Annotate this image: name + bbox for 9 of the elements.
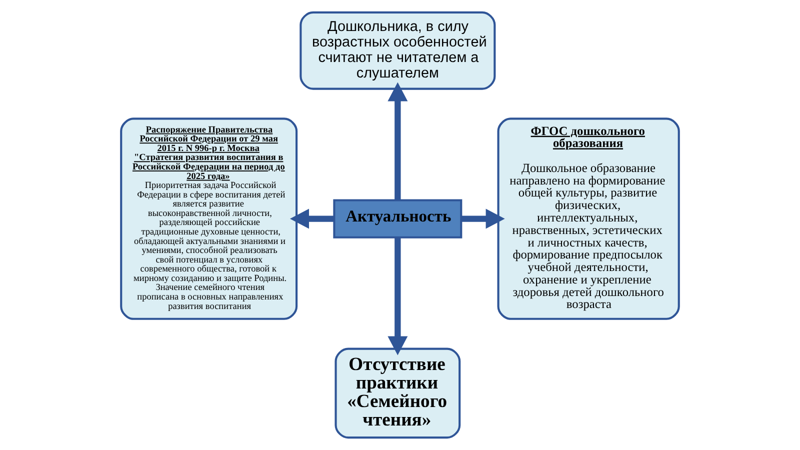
node-box: Отсутствие практики «Семейного чтения» — [334, 348, 461, 439]
node-box: Распоряжение Правительства Российской Федерации от 29 мая 2015 г. N 996-р г. Москва "Стратегия развития воспитания в Российской Федерации на период до 2025 года» Приоритетная задача Российской Федерации в сфере воспитания детей является развитие высоконравственной личности, разделяющей российские традиционные духовные ценности, обладающей актуальными знаниями и умениями, способной реализовать свой потенциал в условиях современного общества, готовой к мирному созиданию и защите Родины. Значение семейного чтения прописана в основных направлениях развития воспитания — [120, 118, 298, 320]
node-box: Актуальность — [333, 199, 462, 238]
arrow — [290, 208, 334, 229]
arrow — [461, 208, 505, 229]
node-box: ФГОС дошкольного образования Дошкольное образование направлено на формирование общей культуры, развитие физических, интеллектуальных, нравственных, эстетических и личностных качеств, формирование предпосылок учебной деятельности, охранение и укрепление здоровья детей дошкольного возраста — [497, 118, 680, 320]
node-box: Дошкольника, в силу возрастных особенностей считают не читателем а слушателем — [300, 11, 496, 90]
arrow — [388, 238, 408, 356]
arrow — [388, 82, 408, 200]
